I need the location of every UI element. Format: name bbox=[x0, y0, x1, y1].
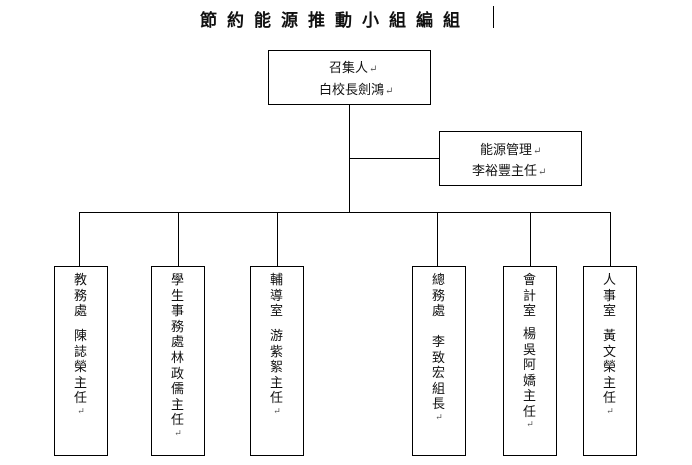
paragraph-mark: ↵ bbox=[606, 406, 614, 417]
connector-line bbox=[178, 212, 179, 267]
connector-line bbox=[437, 212, 438, 267]
page-title: 節約能源推動小組編組 bbox=[200, 11, 470, 31]
unit-box-general-affairs: 總務處 李致宏組長↵ bbox=[412, 266, 466, 456]
unit-office-name: 人事室 bbox=[602, 273, 616, 319]
unit-office-name: 教務處 bbox=[73, 273, 87, 319]
connector-line bbox=[277, 212, 278, 267]
connector-line bbox=[530, 212, 531, 267]
paragraph-mark: ↵ bbox=[174, 428, 182, 439]
unit-office-name: 學生事務處 bbox=[170, 273, 184, 350]
unit-box-student-affairs: 學生事務處 林政儒主任↵ bbox=[151, 266, 205, 456]
unit-office-name: 總務處 bbox=[431, 273, 445, 319]
unit-box-accounting: 會計室 楊吳阿嬌主任↵ bbox=[503, 266, 557, 456]
convener-name: 白校長劍鴻 bbox=[319, 83, 385, 98]
energy-manager-role: 能源管理 bbox=[480, 143, 533, 158]
paragraph-mark: ↵ bbox=[533, 146, 542, 157]
paragraph-mark: ↵ bbox=[77, 406, 85, 417]
paragraph-mark: ↵ bbox=[526, 420, 534, 430]
unit-box-academic-affairs: 教務處 陳誌榮主任↵ bbox=[54, 266, 108, 456]
connector-line bbox=[349, 158, 440, 159]
convener-role: 召集人 bbox=[329, 61, 369, 76]
energy-manager-box: 能源管理↵ 李裕豐主任↵ bbox=[439, 131, 582, 186]
convener-box: 召集人↵ 白校長劍鴻↵ bbox=[268, 50, 431, 105]
unit-person-name: 林政儒主任↵ bbox=[170, 351, 184, 439]
connector-line bbox=[79, 212, 80, 267]
energy-manager-name: 李裕豐主任 bbox=[472, 164, 538, 179]
paragraph-mark: ↵ bbox=[273, 406, 281, 417]
unit-person-name: 黃文榮主任↵ bbox=[602, 329, 616, 417]
paragraph-mark: ↵ bbox=[538, 167, 547, 178]
paragraph-mark: ↵ bbox=[385, 86, 394, 97]
connector-line bbox=[610, 212, 611, 267]
connector-line bbox=[79, 212, 611, 213]
unit-box-personnel: 人事室 黃文榮主任↵ bbox=[583, 266, 637, 456]
unit-person-name: 游紫絮主任↵ bbox=[269, 329, 283, 417]
unit-person-name: 陳誌榮主任↵ bbox=[73, 329, 87, 417]
unit-box-counseling: 輔導室 游紫絮主任↵ bbox=[250, 266, 304, 456]
text-cursor bbox=[493, 6, 494, 28]
unit-office-name: 會計室 bbox=[522, 273, 536, 319]
unit-office-name: 輔導室 bbox=[269, 273, 283, 319]
paragraph-mark: ↵ bbox=[369, 64, 378, 75]
paragraph-mark: ↵ bbox=[435, 412, 443, 423]
unit-person-name: 楊吳阿嬌主任↵ bbox=[522, 327, 536, 430]
unit-person-name: 李致宏組長↵ bbox=[431, 335, 445, 423]
